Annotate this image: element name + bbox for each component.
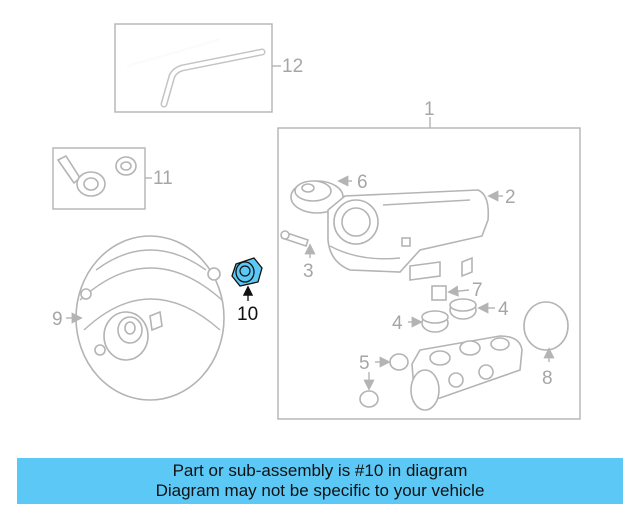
- callout-9: 9: [52, 309, 63, 330]
- part-12-group: [114, 23, 281, 113]
- callout-4a: 4: [498, 299, 509, 320]
- part-10-highlighted: [231, 257, 263, 301]
- callout-5: 5: [359, 353, 370, 374]
- caption-line-2: Diagram may not be specific to your vehi…: [155, 481, 485, 500]
- callout-4b: 4: [392, 313, 403, 334]
- callout-12: 12: [282, 56, 303, 77]
- callout-8: 8: [542, 368, 553, 389]
- callout-6: 6: [357, 172, 368, 193]
- part-6-cap: [290, 175, 352, 214]
- callout-11: 11: [153, 168, 173, 189]
- part-8-seal: [523, 301, 569, 362]
- caption-line-1: Part or sub-assembly is #10 in diagram: [172, 461, 468, 480]
- info-banner: Part or sub-assembly is #10 in diagram D…: [17, 458, 623, 504]
- part-4-grommets: [408, 298, 495, 333]
- callout-7: 7: [472, 280, 483, 301]
- callout-10: 10: [237, 304, 258, 325]
- part-5: [359, 353, 409, 408]
- callout-3: 3: [303, 261, 314, 282]
- part-9-booster: [66, 235, 225, 401]
- part-3-sensor: [280, 230, 316, 258]
- part-1-group: [277, 117, 581, 420]
- part-2-reservoir: [327, 189, 503, 273]
- master-cylinder: [410, 335, 523, 411]
- part-11-group: [52, 147, 152, 210]
- part-7: [409, 256, 473, 301]
- callout-1: 1: [424, 99, 435, 120]
- callout-2: 2: [505, 187, 516, 208]
